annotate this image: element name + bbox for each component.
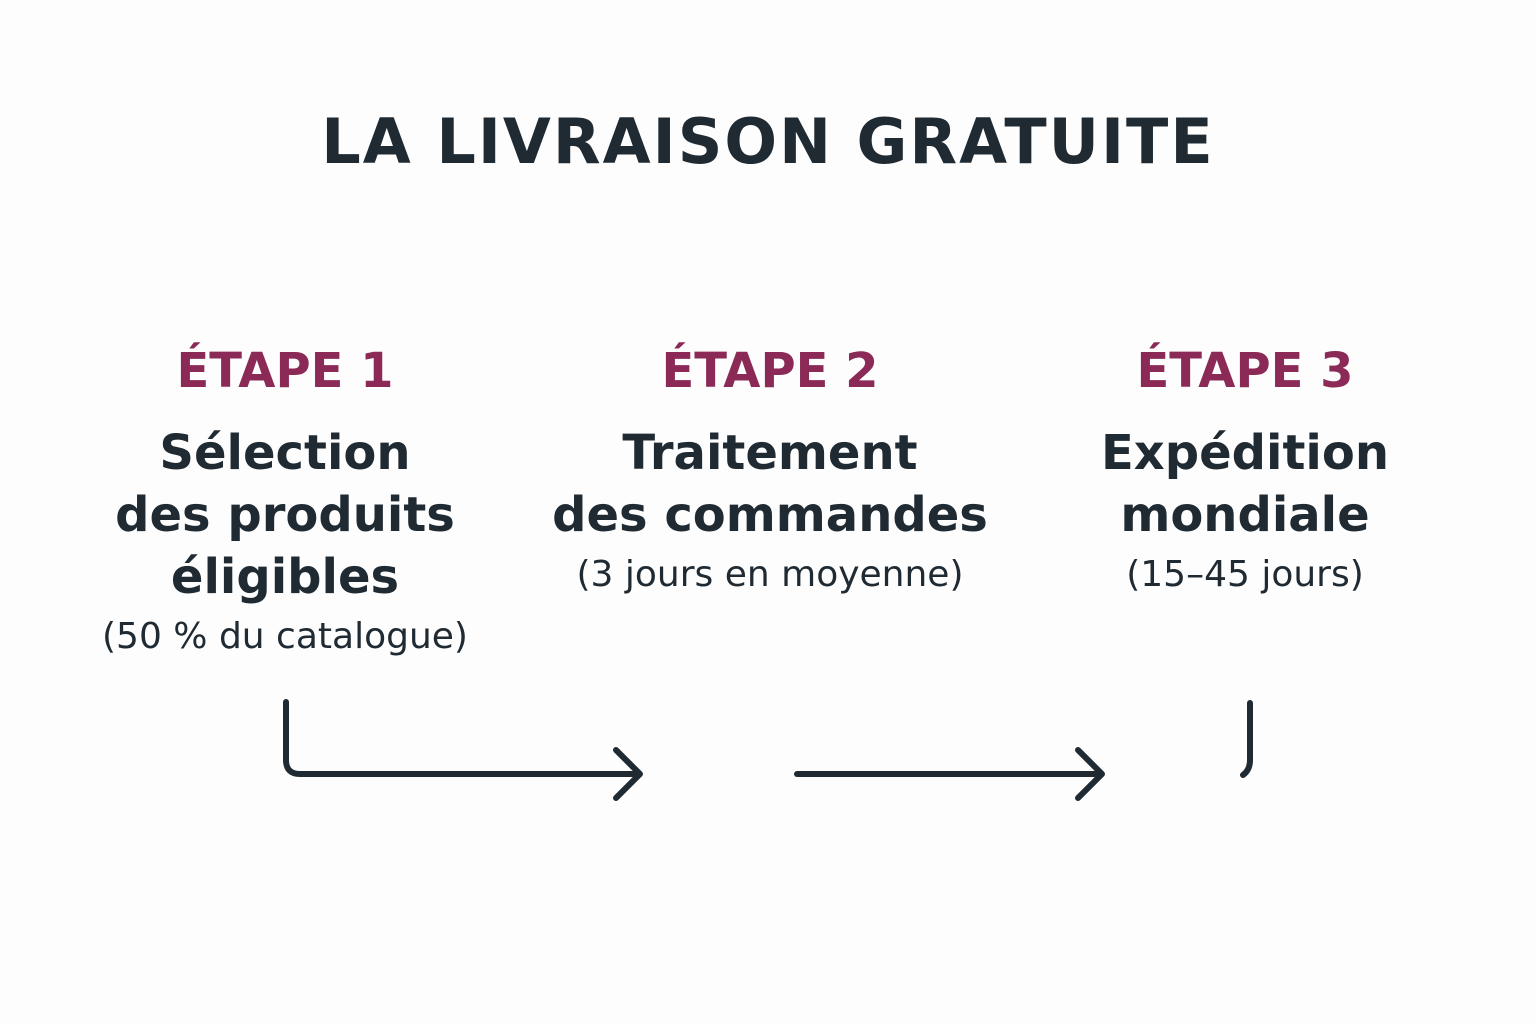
step-2: ÉTAPE 2 Traitement des commandes (3 jour… bbox=[530, 340, 1010, 604]
step-subtitle: (15–45 jours) bbox=[1126, 554, 1364, 595]
diagram-title: LA LIVRAISON GRATUITE bbox=[321, 105, 1215, 178]
step-name-line: Expédition bbox=[1100, 425, 1390, 481]
connector-step3 bbox=[1240, 700, 1253, 778]
step-name-line: Traitement bbox=[622, 425, 918, 481]
step-3: ÉTAPE 3 Expédition mondiale (15–45 jours… bbox=[1005, 340, 1485, 604]
step-label: ÉTAPE 1 bbox=[176, 343, 394, 399]
step-label: ÉTAPE 3 bbox=[1136, 343, 1354, 399]
step-name-line: des commandes bbox=[552, 487, 988, 543]
arrowhead-icon bbox=[613, 747, 643, 801]
step-name-line: éligibles bbox=[170, 549, 400, 605]
step-subtitle: (50 % du catalogue) bbox=[102, 616, 468, 657]
step-1: ÉTAPE 1 Sélection des produits éligibles… bbox=[45, 340, 525, 666]
step-name-line: des produits bbox=[115, 487, 455, 543]
arrowhead-icon bbox=[1075, 747, 1105, 801]
step-label: ÉTAPE 2 bbox=[661, 343, 879, 399]
step-name-line: Sélection bbox=[159, 425, 411, 481]
step-name-line: mondiale bbox=[1120, 487, 1370, 543]
step-subtitle: (3 jours en moyenne) bbox=[576, 554, 964, 595]
arrow-step1-to-step2 bbox=[283, 699, 641, 777]
